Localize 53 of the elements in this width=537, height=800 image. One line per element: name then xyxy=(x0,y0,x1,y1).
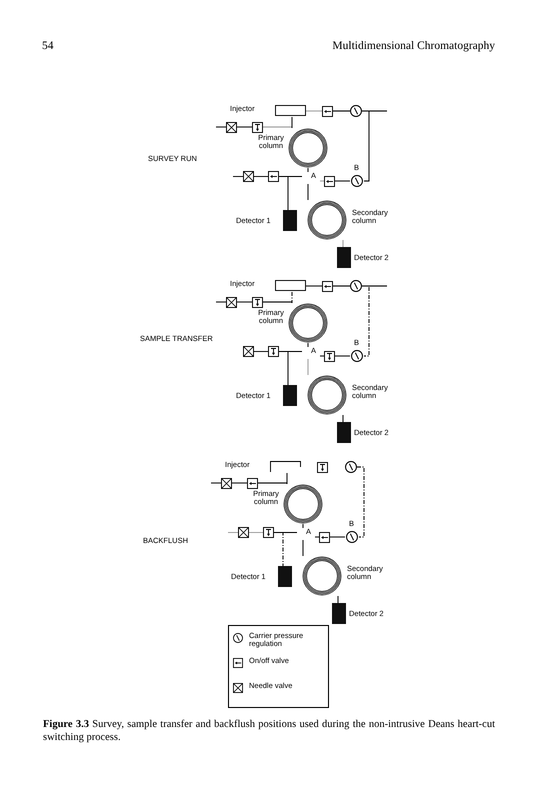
tubing-line xyxy=(314,536,320,538)
on-off-valve-icon xyxy=(322,281,333,292)
on-off-valve-icon xyxy=(324,176,335,186)
needle-valve-icon xyxy=(238,527,249,538)
tubing-line xyxy=(342,414,344,422)
tubing-line xyxy=(278,351,288,386)
tubing-line xyxy=(258,482,288,484)
on-off-valve-icon xyxy=(247,478,258,489)
tubing-line xyxy=(216,126,226,128)
needle-valve-icon xyxy=(221,478,232,489)
needle-valve-icon xyxy=(243,171,254,182)
on-off-valve-icon xyxy=(324,350,335,362)
needle-valve-icon xyxy=(226,297,237,308)
tubing-line xyxy=(342,240,344,248)
needle-valve-icon xyxy=(243,346,254,357)
running-header: Multidimensional Chromatography xyxy=(332,40,495,52)
tubing-line xyxy=(362,110,370,182)
tubing-line xyxy=(232,176,244,177)
tubing-line xyxy=(278,176,288,210)
on-off-valve-icon xyxy=(317,462,328,473)
tubing-line xyxy=(330,536,346,538)
needle-valve-icon xyxy=(226,122,237,133)
tubing-line xyxy=(228,532,238,533)
tubing-line xyxy=(274,532,284,566)
tubing-line xyxy=(302,540,304,556)
pressure-regulator-icon xyxy=(350,280,362,292)
page-number: 54 xyxy=(42,40,54,52)
tubing-line xyxy=(332,110,350,112)
tubing-line xyxy=(286,472,288,484)
tubing-line xyxy=(236,126,252,128)
tubing-line xyxy=(232,482,248,484)
tubing-line xyxy=(334,180,350,182)
on-off-valve-icon xyxy=(252,297,263,308)
tubing-line xyxy=(302,524,304,528)
tubing-line xyxy=(262,302,292,304)
tubing-line xyxy=(356,466,364,538)
tubing-line xyxy=(320,180,324,182)
tubing-line xyxy=(254,176,268,177)
on-off-valve-icon xyxy=(268,346,279,357)
figure-caption: Figure 3.3 Survey, sample transfer and backflush positions used during the non-intrusive Deans heart-cut switching process. xyxy=(43,718,495,744)
on-off-valve-icon xyxy=(252,122,263,133)
tubing-line xyxy=(248,532,264,533)
on-off-valve-icon xyxy=(268,171,279,182)
on-off-valve-icon xyxy=(319,532,330,542)
tubing-line xyxy=(262,126,292,128)
on-off-valve-icon xyxy=(322,106,333,117)
tubing-line xyxy=(254,351,268,352)
pressure-regulator-icon xyxy=(345,461,357,473)
tubing-line xyxy=(362,286,370,356)
on-off-valve-icon xyxy=(263,527,274,538)
tubing-line xyxy=(306,110,322,112)
tubing-line xyxy=(210,482,222,484)
pressure-regulator-icon xyxy=(350,105,362,117)
